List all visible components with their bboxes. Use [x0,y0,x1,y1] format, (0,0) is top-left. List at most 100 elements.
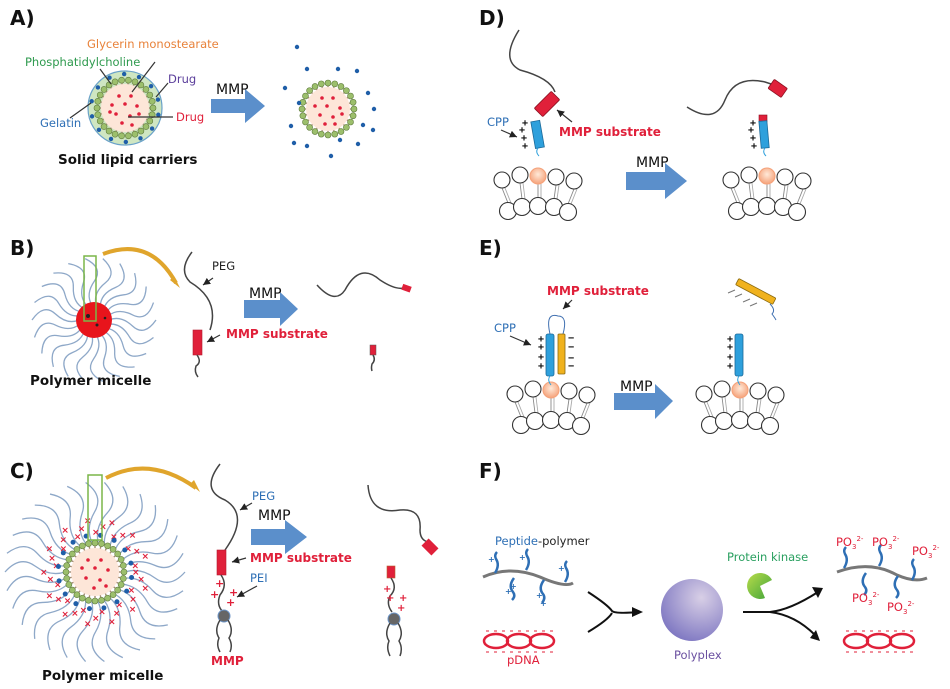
pdna-label: pDNA [507,653,540,667]
pei-chain-c [217,574,225,613]
peg-chain-c [210,463,239,551]
lipid-head [741,197,761,217]
solid-lipid-carriers-caption: Solid lipid carriers [58,152,197,168]
phospholipid-bead [69,550,76,558]
cleaved-substrate-fragment-c [421,538,439,556]
mmp-substrate-c [216,549,227,576]
pei-charge: × [40,568,48,578]
released-drug-dot [282,85,288,91]
lipid-head [760,416,780,436]
gene-dot [86,606,92,612]
substrate-loop-e [548,314,566,335]
peg-tail [33,322,81,338]
lipid-tail [772,402,780,419]
phospholipid-bead [85,596,92,604]
svg-text:+: + [751,141,757,152]
peg-tail [114,505,157,550]
phospholipid-bead [93,104,101,112]
peg-tail [31,309,80,323]
drug-dot [84,576,88,580]
phospholipid-bead [324,131,332,139]
lipid-head [740,166,758,184]
gelatin-drug-dot [89,99,94,104]
svg-text:PO32-: PO32- [852,591,880,607]
phospholipid-bead [104,594,111,602]
lipid-head [722,171,740,189]
panel-e-label: E) [479,236,502,260]
peg-tail [49,493,81,547]
cpp-d-cleaved [758,120,770,149]
peg-tail [63,333,89,377]
svg-text:+: + [522,141,528,152]
peg-tail [22,517,71,555]
gelatin-drug-dot [155,97,161,102]
gene-dot [111,537,117,543]
svg-text:+: + [210,588,219,601]
peg-tail [76,601,94,662]
svg-text:+: + [727,361,733,372]
cleaved-substrate-fragment-b [401,283,412,293]
lipid-tail [703,401,711,418]
lipid-head [695,385,713,403]
remaining-substrate-b [369,344,377,356]
lipid-tail [569,398,573,414]
pei-charge: × [137,575,145,585]
drug-dot [104,584,108,588]
peg-tail [109,597,141,651]
phospholipid-bead [142,86,150,93]
peg-tail [114,593,156,640]
drug-inner-label: Drug [176,110,204,124]
drug-dot [338,106,342,110]
lipid-tail [522,182,526,200]
peg-tail [124,569,186,583]
panel-b: B) Polymer micelle PEG MMP substrate MMP [10,236,412,389]
drug-dot [106,568,110,572]
lipid-tail [730,187,738,204]
pei-charge: × [71,609,79,619]
zoom-arrow-c [105,466,198,490]
gene-dot [124,588,130,594]
phospholipid-bead [73,546,81,553]
phospholipid-bead [79,542,86,550]
polymer-backbone-left [482,569,574,586]
drug-dot [114,112,118,116]
drug-particles-released [313,96,344,126]
drug-dot [129,94,133,98]
lipid-tail [532,396,536,414]
phospholipid-bead [104,542,111,550]
svg-text:+: + [383,584,391,595]
gelatin-drug-dot [108,136,114,142]
mmp-substrate-b [192,329,203,356]
phospholipid-bead [343,124,350,131]
peg-tail [41,283,82,313]
pei-charge: × [61,610,69,620]
peg-tail [103,600,124,659]
drug-dot [80,566,84,570]
peg-tail [108,323,154,345]
phospholipid-bead [125,132,132,140]
lipid-head [525,411,545,431]
svg-text:+: + [750,118,756,129]
phospholipid-bead [317,80,325,88]
phospholipid-bead [149,104,157,112]
gene-dot [56,578,62,584]
peg-tail [96,482,114,543]
lipid-tail [501,187,509,204]
phospholipid-bead [317,130,325,138]
lipid-tail [724,396,728,414]
lipid-head [571,416,591,436]
panel-c: C) ×××××××××××××××××××××××××××××××××××××… [4,459,439,684]
phospholipid-bead [118,76,125,84]
pei-charge: × [132,562,140,572]
phospholipid-bead [118,132,125,140]
cleaved-peg-b [316,272,405,298]
peg-tail [34,295,80,317]
phospholipid-bead [94,111,102,119]
peptide-chains-left [493,548,569,604]
phospholipid-bead [100,123,108,130]
panel-c-label: C) [10,459,34,483]
pei-label-c: PEI [250,571,268,585]
phospholipid-bead [109,546,117,553]
lipid-head [767,386,785,404]
peg-tail [106,327,147,357]
